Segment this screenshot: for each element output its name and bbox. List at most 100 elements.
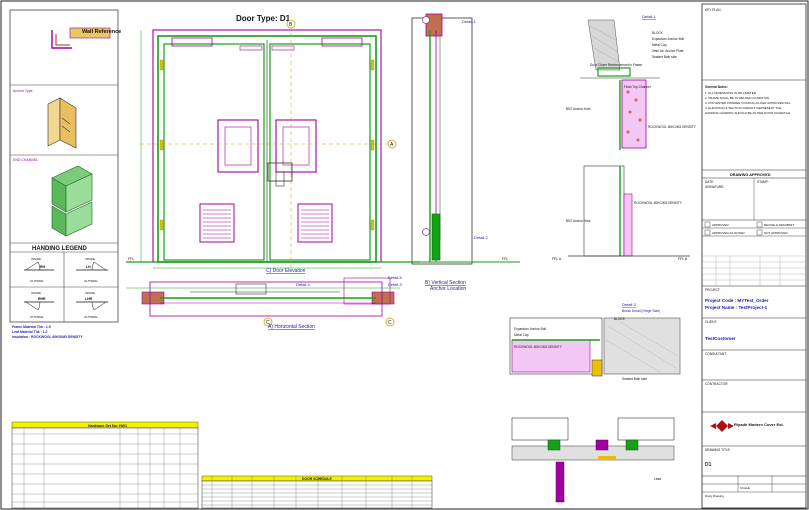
not-approved-label: NOT APPROVED [764,231,788,235]
detail-3-subtitle: Break Detail (Hinge Side) [622,309,660,313]
handing-rh: INSIDE RH OUTSIDE [24,257,54,283]
svg-text:OUTSIDE: OUTSIDE [84,279,97,283]
detail-2-drawing [568,165,690,257]
note-1: 1. ALL DIMENSIONS IN MILLIMETER. [705,91,757,95]
svg-text:OUTSIDE: OUTSIDE [30,279,43,283]
marker-a: A [390,142,394,148]
svg-text:RHR: RHR [38,297,46,301]
hardware-table-title: Hardware Set No: HW1 [88,424,127,428]
ffl-label-vs: FFL [502,257,508,261]
anchor-type-label: Anchor Type [13,89,33,93]
client-label: CLIENT: [705,320,717,324]
drawing-title-value: D1 [705,462,712,468]
d45-lead: Lead [654,477,661,481]
d3-metal-cap: Metal Cap [514,333,529,337]
anchor-sketch [47,97,77,149]
hardware-table [11,421,199,509]
drawing-title-label: DRAWING TITLE: [705,448,731,452]
wall-reference-sketch [51,27,111,49]
d3-block: BLOCK [614,317,626,321]
ffl-a-right: FFL A [678,257,688,261]
detail-4-tag: Detail-4 [296,282,311,287]
horizontal-section: C C [126,277,400,327]
detail-3-drawing [509,317,681,377]
bottom-details-drawing [511,417,675,503]
svg-text:LHR: LHR [85,297,93,301]
door-schedule-title: DOOR SCHEDULE [302,477,333,481]
d1-closer: Door Closer Reinforcement in Frame [590,63,642,67]
end-channel-sketch [51,165,93,237]
wall-reference-label: Wall Reference [82,29,121,35]
detail-3-tag-hs: Detail-3 [388,282,403,287]
handing-lhr: INSIDE LHR OUTSIDE [76,291,108,319]
insulation-note: Insulation : ROCKWOOL 60KG/M3 DENSITY [12,335,83,339]
detail-1-drawing [580,19,660,150]
approved-label: APPROVED [712,223,730,227]
ffl-a-left: FFL A [552,257,562,261]
approved-noted-label: APPROVED AS NOTED [712,231,746,235]
note-3: 3. POLYESTER POWDER COATING AS PER APPRO… [705,101,791,105]
project-name: Project Name : TestProject-1 [705,305,768,310]
detail-5-tag: Detail-5 [388,275,403,280]
handing-rhr: INSIDE RHR OUTSIDE [24,291,54,319]
client-value: TestCustomer [705,336,736,341]
company-logo [710,420,734,432]
project-code: Project Code : MYTest_Order [705,298,769,303]
frame-thk-note: Frame Material Thk : 1.5 [12,325,51,329]
detail-1-title: Detail-1 [642,14,657,19]
scale-label: SCALE [740,486,750,490]
marker-c-right: C [388,320,392,326]
elevation-caption: C) Door Elevation [266,268,306,274]
left-panel: Wall Reference Anchor Type END CHANNEL H… [9,9,121,339]
door-schedule-table [201,475,433,509]
vertical-caption: B) Vertical Section [425,280,466,286]
handing-lh: INSIDE LH OUTSIDE [76,257,108,283]
marker-b-top: B [289,22,293,28]
revise-label: REVISE & RESUBMIT [764,223,794,227]
drawing-title: Door Type: D1 [236,14,291,23]
notes-heading: General Notes: [705,85,728,89]
svg-text:INSIDE: INSIDE [31,291,41,295]
ffl-label-left: FFL [128,257,134,261]
signature-label: SIGNATURE: [705,185,724,189]
d3-rockwool: ROCKWOOL 60KG/M3 DENSITY [514,345,563,349]
svg-text:INSIDE: INSIDE [85,291,95,295]
d2-anchor-hole: BNT Anchor Hole [566,219,591,223]
d1-sealant: Sealant Both side [652,55,677,59]
detail-3-title: Detail-3 [622,302,637,307]
d1-rockwool: ROCKWOOL 60KG/M3 DENSITY [648,125,697,129]
d1-anchor-hole: BNT Anchor Hole [566,107,591,111]
d1-metal-cap: Metal Cap [652,43,667,47]
d1-block: BLOCK [652,31,664,35]
handing-legend-title: HANDING LEGEND [32,246,87,252]
project-label: PROJECT: [705,288,721,292]
d2-rockwool: ROCKWOOL 60KG/M3 DENSITY [634,201,683,205]
company-name: Riyadh Modern Cover Est. [734,422,784,427]
d3-sealant: Sealant Both side [622,377,647,381]
d3-exp-anchor: Expansion Anchor Bolt [514,327,546,331]
horizontal-caption: A) Horizontal Section [268,324,315,330]
vertical-subcaption: Anchor Location [430,286,466,292]
svg-text:INSIDE: INSIDE [85,257,95,261]
drawing-approved-label: DRAWING APPROVED [730,173,771,177]
detail-1-tag-vs: Detail-1 [462,19,477,24]
title-block [701,3,807,509]
note-2: 2. FRAME SHALL BE IN WELDED CONDITION. [705,96,770,100]
svg-text:INSIDE: INSIDE [31,257,41,261]
d1-flush: Flush Top Channel [624,85,651,89]
consultant-label: CONSULTANT: [705,352,727,356]
d1-screw: 3mm Ab. Anchor Plate [652,49,684,53]
key-plan-label: KEY PLAN [705,8,721,12]
vertical-section [400,13,520,265]
drawing-no-label: Drwg Drawing [705,494,724,498]
svg-text:RH: RH [40,265,46,269]
date-label: DATE: [705,180,714,184]
detail-2-tag: Detail-2 [474,235,489,240]
svg-text:OUTSIDE: OUTSIDE [30,315,43,319]
marker-c-left: C [266,320,270,326]
svg-text:LH: LH [86,265,91,269]
leaf-thk-note: Leaf Material Thk : 1.2 [12,330,48,334]
note-5: HANDING.HANDING SHOULD BE AS PER DOOR SC… [705,111,790,115]
contractor-label: CONTRACTOR: [705,382,728,386]
